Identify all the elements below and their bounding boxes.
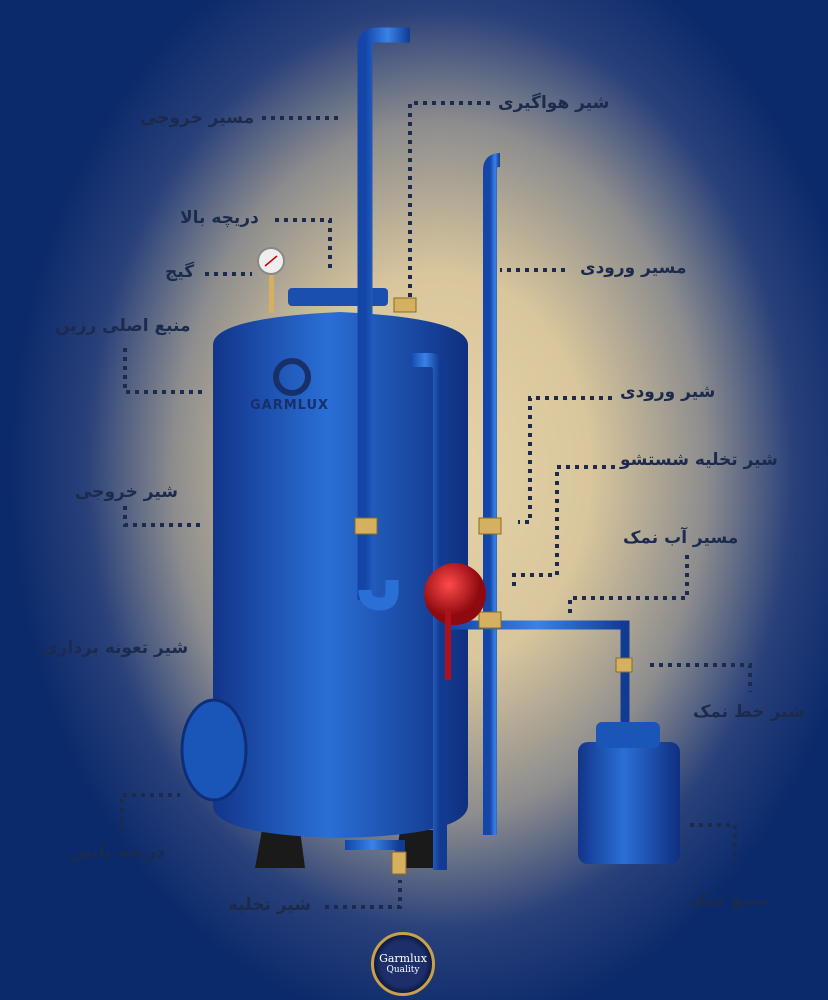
label-air-valve: شیر هواگیری (498, 93, 610, 113)
badge-brand: Garmlux (379, 951, 427, 965)
badge-tagline: Quality (386, 964, 420, 975)
tank-leg (395, 830, 443, 868)
label-inlet-valve: شیر ورودی (620, 382, 716, 402)
air-valve-icon (393, 297, 417, 313)
garmlux-quality-badge: Garmlux Quality (371, 932, 435, 996)
label-gauge: گیج (165, 262, 195, 282)
label-bottom-hatch: دریچه بایین (70, 842, 165, 862)
label-backwash-drain-valve: شیر تخلیه شستشو (620, 450, 778, 470)
label-outlet-valve: شیر خروجی (75, 482, 178, 502)
label-brine-line-valve: شیر خط نمک (693, 702, 805, 722)
inlet-valve-icon (478, 517, 502, 535)
label-outlet-path: مسیر خروجی (140, 108, 255, 128)
drain-valve-icon (391, 851, 407, 875)
label-inlet-path: مسیر ورودی (580, 258, 687, 278)
label-top-hatch: دریچه بالا (180, 208, 259, 228)
brine-line-valve-icon (615, 657, 633, 673)
bottom-hatch (180, 698, 248, 802)
tank-leg (255, 830, 305, 868)
brine-injector-valve (424, 563, 486, 625)
outlet-valve-icon (354, 517, 378, 535)
top-hatch (288, 288, 388, 306)
inlet-pipe (483, 153, 501, 835)
outlet-pipe (357, 27, 410, 600)
resin-tank (213, 312, 468, 838)
brine-tank (578, 742, 680, 864)
label-main-resin-tank: منبع اصلی رزین (55, 316, 191, 336)
backwash-valve-icon (478, 611, 502, 629)
label-drain-valve: شیر تخلیه (228, 895, 311, 915)
label-brine-tank: منبع نمک (690, 890, 768, 910)
tank-brand-text: GARMLUX (250, 398, 330, 413)
garmlux-logo-icon (273, 358, 311, 396)
brine-pipe (450, 620, 630, 735)
label-sampling-valve: شیر تعونه برداری (42, 638, 189, 658)
label-brine-path: مسیر آب نمک (623, 528, 739, 548)
